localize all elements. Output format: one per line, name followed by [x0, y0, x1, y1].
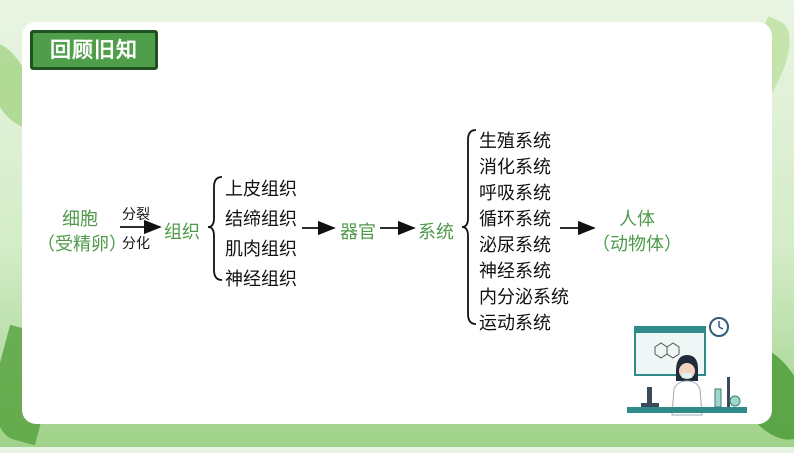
diagram-connectors [120, 129, 596, 325]
division-label: 分裂 [122, 207, 150, 223]
system-type: 内分泌系统 [479, 287, 569, 308]
differentiation-label: 分化 [122, 236, 150, 252]
tissue-brace [207, 176, 223, 281]
system-type: 运动系统 [479, 313, 551, 334]
zygote-label: （受精卵） [37, 234, 127, 255]
tissue-type: 结缔组织 [225, 209, 297, 230]
human-body-label: 人体 [619, 209, 655, 230]
system-type: 循环系统 [479, 209, 551, 230]
cell-label: 细胞 [62, 209, 98, 230]
system-type: 神经系统 [479, 261, 551, 282]
tissue-type: 神经组织 [225, 269, 297, 290]
animal-body-label: （动物体） [592, 234, 682, 255]
tissue-type: 上皮组织 [225, 179, 297, 200]
system-type: 泌尿系统 [479, 235, 551, 256]
page-title: 回顾旧知 [30, 30, 158, 70]
scientist-illustration [627, 317, 747, 416]
system-brace [461, 129, 477, 325]
system-type: 呼吸系统 [479, 183, 551, 204]
system-type: 消化系统 [479, 157, 551, 178]
tissue-type: 肌肉组织 [225, 239, 297, 260]
system-type: 生殖系统 [479, 131, 551, 152]
content-card: 回顾旧知 细胞 （受精卵） 分裂 分化 组织 上皮组织 结缔组织 肌肉组织 神经… [22, 22, 772, 424]
tissue-label: 组织 [164, 222, 200, 243]
system-label: 系统 [418, 222, 454, 243]
organ-label: 器官 [340, 222, 376, 243]
